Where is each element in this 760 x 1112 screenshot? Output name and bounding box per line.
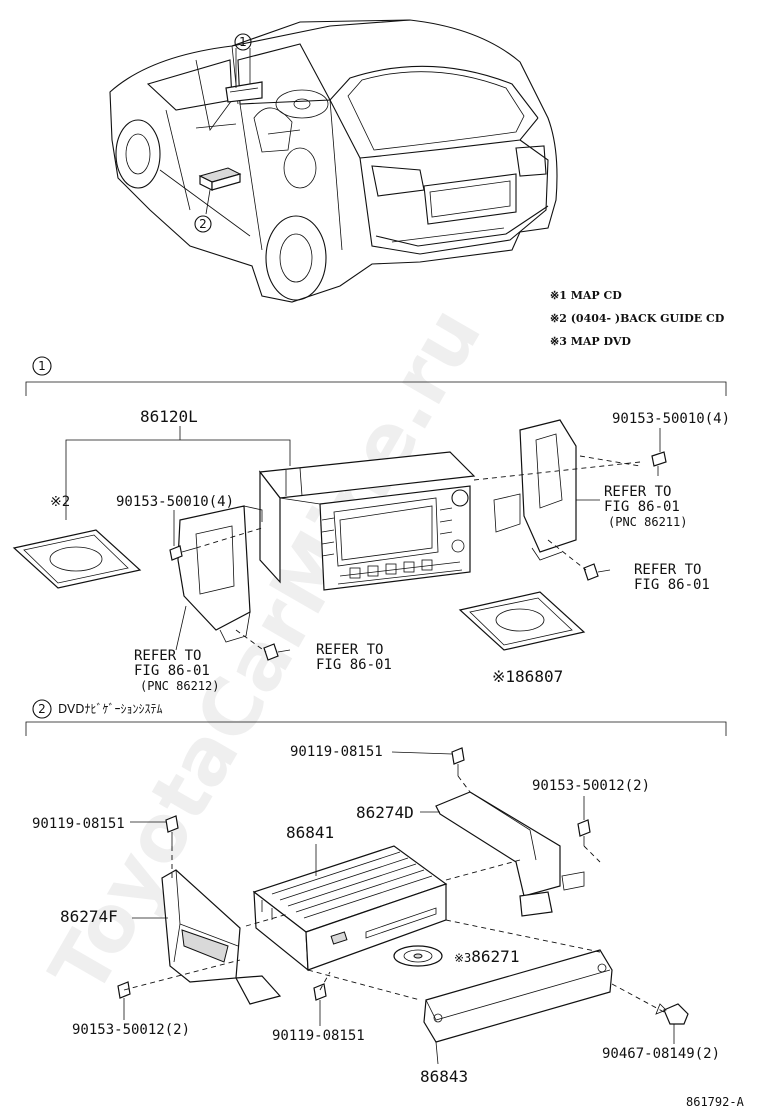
bolt-label: 90153-50012(2): [532, 778, 650, 794]
right-mount-bracket: [435, 791, 585, 917]
svg-text:1: 1: [38, 359, 46, 373]
svg-text:FIG 86-01: FIG 86-01: [134, 663, 210, 679]
svg-text:1: 1: [239, 35, 247, 49]
svg-text:FIG 86-01: FIG 86-01: [316, 657, 392, 673]
refer-note: REFER TO FIG 86-01 (PNC 86212): [134, 648, 219, 693]
bracket-label: 86274D: [356, 803, 414, 822]
bolt-label: 90119-08151: [272, 1028, 365, 1044]
alignment-line: [123, 959, 241, 991]
svg-text:REFER TO: REFER TO: [634, 562, 701, 578]
assembly-bracket: [65, 426, 291, 520]
screw-icon: [169, 545, 197, 561]
unit-label: 86841: [286, 823, 334, 842]
svg-text:※3 MAP DVD: ※3 MAP DVD: [550, 335, 631, 348]
note-text: MAP CD: [571, 289, 623, 302]
note-mark: ※1: [550, 289, 567, 302]
screw-icon: [577, 819, 591, 846]
svg-text:REFER TO: REFER TO: [604, 484, 671, 500]
bolt-label: 90153-50012(2): [72, 1022, 190, 1038]
screw-icon: [263, 643, 291, 661]
map-cd: [458, 591, 586, 651]
alignment-line: [195, 527, 263, 549]
note-text: (0404- )BACK GUIDE CD: [571, 312, 725, 325]
svg-text:FIG 86-01: FIG 86-01: [604, 499, 680, 515]
assembly-label: 86120L: [140, 407, 198, 426]
alignment-line: [583, 845, 601, 863]
section-1-header: 1: [25, 356, 727, 396]
screw-icon: [651, 451, 667, 476]
cover-label: 86843: [420, 1067, 468, 1086]
alignment-line: [547, 539, 587, 571]
section-2-title: DVDﾅﾋﾞｹﾞｰｼｮﾝｼｽﾃﾑ: [58, 702, 162, 716]
callout-two: 2: [194, 215, 212, 233]
svg-text:REFER TO: REFER TO: [134, 648, 201, 664]
bolt-label: 90153-50010(4): [612, 411, 730, 427]
svg-text:※1 MAP CD: ※1 MAP CD: [550, 289, 622, 302]
section-2-header: 2 DVDﾅﾋﾞｹﾞｰｼｮﾝｼｽﾃﾑ: [25, 699, 727, 736]
note-text: MAP DVD: [571, 335, 632, 348]
alignment-line: [307, 969, 421, 1001]
bolt-label: 90153-50010(4): [116, 494, 234, 510]
svg-text:(PNC 86212): (PNC 86212): [140, 679, 219, 693]
bolt-label: 90119-08151: [290, 744, 383, 760]
svg-text:2: 2: [199, 217, 207, 231]
screw-icon: [583, 563, 611, 581]
vehicle-illustration: [109, 19, 558, 303]
alignment-line: [319, 971, 331, 991]
screw-icon: [117, 981, 131, 1008]
callout-one: 1: [234, 33, 252, 51]
note-mark: ※3: [550, 335, 567, 348]
notes-legend: ※1 MAP CD ※2 (0404- )BACK GUIDE CD ※3 MA…: [550, 289, 725, 348]
clip-icon: [655, 1003, 689, 1025]
svg-text:REFER TO: REFER TO: [316, 642, 383, 658]
screw-icon: [165, 815, 179, 846]
right-bracket: [493, 419, 577, 561]
map-cd-label: ※186807: [492, 667, 563, 686]
svg-text:2: 2: [38, 702, 46, 716]
svg-text:FIG 86-01: FIG 86-01: [634, 577, 710, 593]
bracket-label: 86274F: [60, 907, 118, 926]
navigation-unit: [252, 845, 448, 972]
bolt-label: 90119-08151: [32, 816, 125, 832]
svg-text:※2 (0404- )BACK GUIDE CD: ※2 (0404- )BACK GUIDE CD: [550, 312, 725, 325]
back-guide-mark: ※2: [50, 494, 70, 510]
note-mark: ※2: [550, 312, 567, 325]
alignment-line: [457, 775, 471, 793]
screw-icon: [313, 983, 327, 1010]
cover-panel: [423, 949, 613, 1043]
refer-note: REFER TO FIG 86-01: [316, 642, 392, 673]
left-mount-bracket: [161, 869, 282, 1005]
screw-icon: [451, 747, 465, 776]
dvd-label: ※386271: [454, 947, 519, 966]
alignment-line: [445, 919, 601, 953]
back-guide-cd: [12, 529, 142, 589]
svg-text:(PNC 86211): (PNC 86211): [608, 515, 687, 529]
alignment-line: [445, 859, 521, 881]
refer-note: REFER TO FIG 86-01 (PNC 86211): [604, 484, 687, 529]
figure-id: 861792-A: [686, 1095, 745, 1109]
alignment-line: [473, 461, 641, 481]
refer-note: REFER TO FIG 86-01: [634, 562, 710, 593]
alignment-line: [245, 913, 289, 927]
alignment-line: [611, 983, 665, 1013]
alignment-line: [579, 455, 641, 467]
head-unit: [258, 451, 476, 591]
clip-label: 90467-08149(2): [602, 1046, 720, 1062]
alignment-line: [235, 629, 267, 653]
dvd-disc: [393, 945, 443, 967]
